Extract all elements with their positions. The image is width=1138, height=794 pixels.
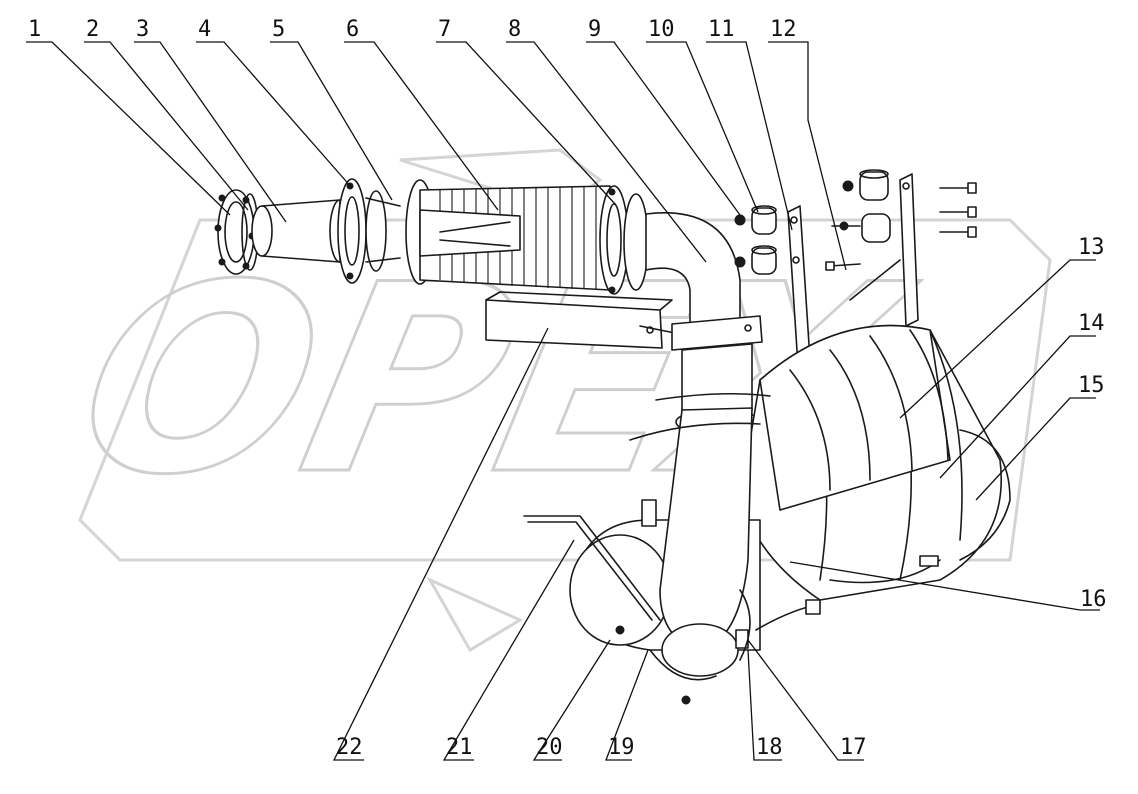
hanger-bracket-part-11 — [849, 173, 919, 327]
callout-21: 21 — [446, 735, 473, 760]
callout-12: 12 — [770, 17, 797, 42]
clamp-ring-part-upper — [629, 392, 771, 527]
flange-part-4 — [337, 178, 367, 284]
heat-shield-part-13 — [759, 324, 951, 511]
leader-lines — [26, 41, 1100, 761]
callout-20: 20 — [536, 735, 563, 760]
callout-19: 19 — [608, 735, 635, 760]
clamp-part-5 — [365, 190, 401, 272]
callout-10: 10 — [648, 17, 675, 42]
bracket-rod-part-21 — [523, 515, 661, 635]
callout-4: 4 — [198, 17, 211, 42]
callout-2: 2 — [86, 17, 99, 42]
callout-1: 1 — [28, 17, 41, 42]
clamp-part-18 — [735, 589, 751, 661]
callout-14: 14 — [1078, 311, 1105, 336]
callout-7: 7 — [438, 17, 451, 42]
callout-3: 3 — [136, 17, 149, 42]
pipe-clamp-part-8 — [671, 315, 763, 351]
callout-6: 6 — [346, 17, 359, 42]
tailpipe-part-19 — [649, 407, 753, 681]
callout-11: 11 — [708, 17, 735, 42]
callout-labels: 1 2 3 4 5 6 7 8 9 10 11 12 13 14 15 16 1… — [28, 17, 1107, 760]
flexible-bellows-part-6 — [405, 179, 649, 295]
callout-9: 9 — [588, 17, 601, 42]
bracket-part-17 — [755, 599, 821, 631]
end-cap-part-15 — [959, 429, 1011, 561]
adapter-pipe-part-3 — [251, 199, 351, 263]
callout-16: 16 — [1080, 587, 1107, 612]
callout-5: 5 — [272, 17, 285, 42]
clamp-strap-part-16 — [829, 555, 941, 584]
callout-15: 15 — [1078, 373, 1105, 398]
callout-8: 8 — [508, 17, 521, 42]
loose-nut — [681, 695, 691, 705]
callout-17: 17 — [840, 735, 867, 760]
rubber-mount-part-9 — [734, 205, 777, 275]
callout-13: 13 — [1078, 235, 1105, 260]
flange-clamp-part-1 — [214, 189, 256, 275]
callout-18: 18 — [756, 735, 783, 760]
callout-22: 22 — [336, 735, 363, 760]
rubber-mount-part-12 — [825, 169, 977, 271]
